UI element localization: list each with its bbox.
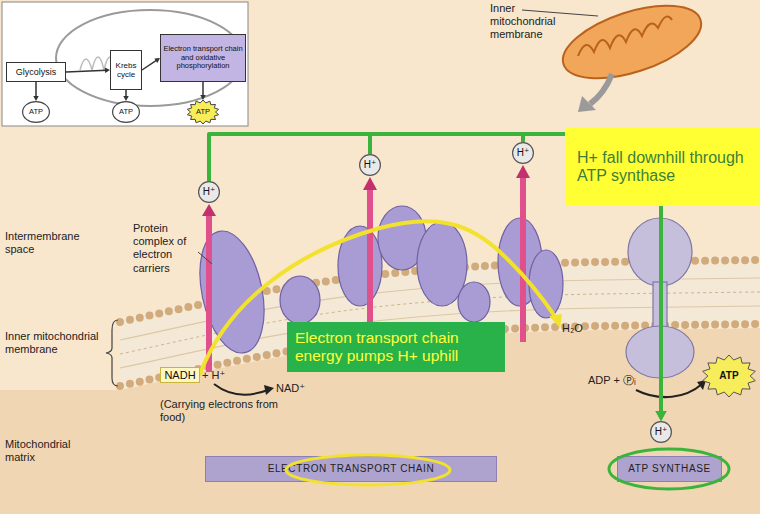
arrowhead [200, 95, 206, 100]
burst-shape [703, 355, 756, 397]
arrowhead [123, 96, 129, 101]
node-text: H⁺ [364, 159, 377, 171]
node-text: ATP [719, 370, 738, 382]
arrowhead [549, 314, 562, 328]
text-label: + H⁺ [202, 369, 242, 382]
node-text: H+ fall downhill through ATP synthase [577, 149, 752, 186]
circle-shape [360, 155, 381, 176]
connector [123, 90, 129, 101]
highlight-oval [609, 449, 729, 489]
zoom-arrow [590, 74, 612, 104]
bracket [106, 320, 118, 386]
text-label: Inner mitochondrial membrane [5, 330, 105, 356]
text-label: H₂O [562, 322, 602, 335]
node-text: ATP [119, 108, 133, 117]
proton-circle: H⁺ [512, 142, 534, 164]
node-text: ATP SYNTHASE [628, 463, 710, 475]
arrowhead [578, 96, 596, 112]
node-text: Glycolysis [16, 67, 57, 77]
arrowhead [202, 204, 216, 216]
circle-shape [651, 422, 672, 443]
connector [200, 82, 206, 100]
proton-circle: H⁺ [198, 181, 220, 203]
node-text: ATP [29, 108, 43, 117]
circle-shape [199, 182, 220, 203]
node-text: H⁺ [517, 147, 530, 159]
proton-circle: H⁺ [650, 421, 672, 443]
reaction-arrow [636, 384, 702, 397]
text-label: ADP + Ⓟᵢ [588, 374, 658, 387]
callout-box: H+ fall downhill through ATP synthase [565, 128, 760, 206]
node-text: H⁺ [655, 426, 668, 438]
node-text: Electron transport chain and oxidative p… [161, 45, 245, 71]
connector-line [142, 60, 158, 70]
inset-frame [2, 2, 248, 126]
process-box: Electron transport chain and oxidative p… [160, 34, 246, 82]
complex-one [190, 225, 274, 359]
process-box: Krebs cycle [110, 50, 142, 90]
text-label: NAD⁺ [276, 382, 316, 395]
process-box: Glycolysis [6, 62, 66, 82]
section-bar: ELECTRON TRANSPORT CHAIN [205, 456, 497, 482]
leader-line [522, 10, 598, 16]
text-label: Inner mitochondrial membrane [490, 2, 570, 42]
mitochondrion [554, 0, 709, 93]
arrowhead [656, 411, 667, 421]
proton-arrow [520, 176, 526, 342]
node-text: H⁺ [203, 186, 216, 198]
node-text: Krebs cycle [111, 61, 141, 79]
arrowhead [516, 165, 530, 178]
text-label: Protein complex of electron carriers [133, 222, 205, 275]
molecule-box: NADH [160, 367, 200, 383]
connector-line [202, 82, 204, 97]
node-text: ATP [196, 108, 210, 117]
atp-badge: ATP [112, 101, 140, 123]
circle-shape [513, 143, 534, 164]
complex-four [529, 250, 563, 318]
proton-pump-arrows [209, 176, 523, 372]
arrowhead [33, 96, 39, 101]
node-text: ELECTRON TRANSPORT CHAIN [268, 463, 435, 475]
section-bar: ATP SYNTHASE [617, 456, 722, 482]
arrowhead [363, 177, 377, 190]
connector [33, 82, 39, 101]
atp-burst: ATP [702, 355, 756, 397]
atp-badge: ATP [187, 100, 219, 124]
connector [142, 58, 160, 70]
text-label: Intermembrane space [5, 230, 105, 256]
connector-line [35, 82, 37, 98]
text-label: Mitochondrial matrix [5, 438, 95, 464]
node-text: Electron transport chain energy pumps H+… [295, 329, 499, 365]
burst-shape [187, 100, 218, 124]
arrowhead [264, 385, 274, 395]
reaction-arrow [214, 384, 268, 395]
callout-box: Electron transport chain energy pumps H+… [287, 322, 505, 372]
complex-two [280, 276, 320, 324]
leader-line [198, 252, 212, 264]
cristae [578, 16, 672, 56]
text-label: (Carrying electrons from food) [160, 398, 280, 424]
electron-path [200, 221, 556, 374]
circle-shape [113, 102, 140, 123]
node-text: NADH [164, 369, 195, 382]
arrowhead [656, 411, 667, 421]
circle-shape [23, 102, 50, 123]
cytochrome [458, 282, 490, 322]
connector-line [66, 70, 107, 72]
arrowhead [656, 411, 667, 421]
proton-circle: H⁺ [359, 154, 381, 176]
inset-mitochondrion [56, 10, 244, 106]
atp-badge: ATP [22, 101, 50, 123]
connector [66, 67, 110, 72]
